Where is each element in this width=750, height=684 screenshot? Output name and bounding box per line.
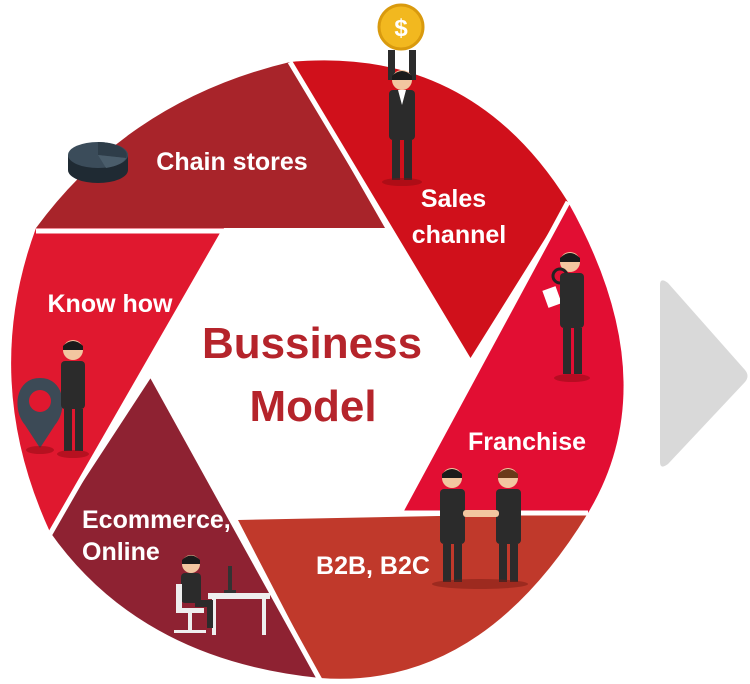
- label-sales-channel: Sales channel: [412, 185, 506, 249]
- computer-desk-icon: [174, 555, 270, 635]
- label-know-how-line-1: Know how: [48, 290, 174, 318]
- businessman-holding-coin-icon: $: [377, 3, 425, 186]
- label-chain-stores: Chain stores: [156, 148, 307, 176]
- center-title-line-2: Model: [249, 382, 376, 431]
- label-b2b-b2c: B2B, B2C: [316, 552, 430, 580]
- pie-chart-icon: [68, 142, 128, 183]
- label-ecommerce-line-2: Online: [82, 538, 160, 566]
- label-sales-channel-line-2: channel: [412, 221, 506, 249]
- segment-sales-channel: [290, 60, 568, 362]
- label-b2b-b2c-line-1: B2B, B2C: [316, 552, 430, 580]
- label-sales-channel-line-1: Sales: [421, 185, 486, 213]
- label-franchise: Franchise: [468, 428, 586, 456]
- map-pin-icon: [17, 340, 89, 458]
- label-franchise-line-1: Franchise: [468, 428, 586, 456]
- next-arrow-icon: [660, 280, 748, 467]
- center-hexagon: [152, 231, 470, 513]
- segment-dividers: [36, 60, 588, 682]
- center-title-line-1: Bussiness: [202, 319, 422, 368]
- segment-chain-stores: [36, 62, 385, 228]
- handshake-icon: [432, 468, 528, 589]
- segment-ecommerce: [50, 376, 320, 678]
- label-ecommerce: Ecommerce, Online: [82, 506, 238, 566]
- businessman-magnifier-icon: [542, 252, 590, 382]
- label-chain-stores-line-1: Chain stores: [156, 148, 307, 176]
- label-ecommerce-line-1: Ecommerce,: [82, 506, 231, 534]
- label-know-how: Know how: [48, 290, 174, 318]
- svg-text:$: $: [394, 15, 408, 42]
